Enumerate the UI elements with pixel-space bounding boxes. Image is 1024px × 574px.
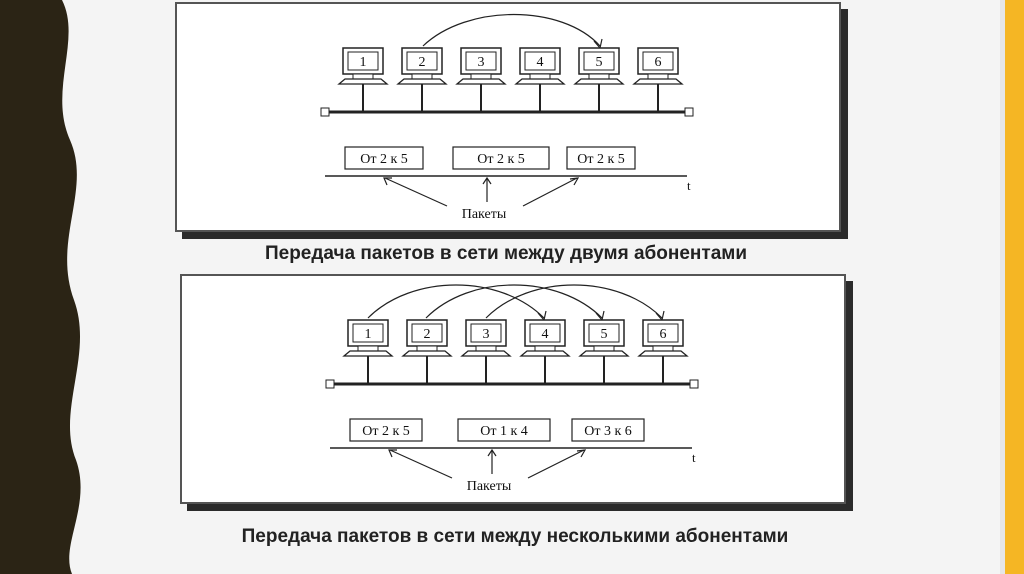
computer-number: 3 [483,327,490,342]
packet-label: От 2 к 5 [577,152,625,167]
packet-label: От 3 к 6 [584,424,632,439]
packet-label: От 2 к 5 [360,152,408,167]
time-axis-label: t [692,450,696,465]
packet-box: От 2 к 5 [349,418,423,442]
computer-number: 4 [542,327,549,342]
packet-label: От 2 к 5 [362,424,410,439]
computer-icon: 6 [637,319,689,384]
computer-icon: 1 [342,319,394,384]
right-accent-bar [1005,0,1024,574]
packet-box: От 2 к 5 [344,146,424,170]
packet-box: От 3 к 6 [571,418,645,442]
computer-icon: 3 [460,319,512,384]
packet-label: От 1 к 4 [480,424,528,439]
packet-label: От 2 к 5 [477,152,525,167]
bus-terminator-left [320,107,330,117]
left-decorative-strip [0,0,81,574]
computer-number: 1 [360,55,367,70]
diagram-panel-1: 1 2 3 4 5 6 От 2 к 5 От 2 к 5 От 2 к 5 t Паке… [175,2,841,232]
computer-number: 6 [655,55,662,70]
bus-terminator-right [689,379,699,389]
computer-number: 5 [601,327,608,342]
computer-number: 1 [365,327,372,342]
bus-terminator-left [325,379,335,389]
time-axis-label: t [687,178,691,193]
packets-label: Пакеты [467,479,512,494]
computer-number: 2 [419,55,426,70]
computer-number: 6 [660,327,667,342]
computer-icon: 4 [514,47,566,112]
transfer-arrow [425,284,603,319]
transfer-arrow [422,14,601,47]
diagram-panel-2: 1 2 3 4 5 6 От 2 к 5 От 1 к 4 От 3 к 6 t Паке… [180,274,846,504]
caption-1: Передача пакетов в сети между двумя абон… [264,243,748,264]
packets-label: Пакеты [462,207,507,222]
computer-number: 4 [537,55,544,70]
computer-icon: 2 [401,319,453,384]
computer-icon: 4 [519,319,571,384]
transfer-arrow [485,284,663,319]
bus-terminator-right [684,107,694,117]
computer-number: 5 [596,55,603,70]
computer-number: 2 [424,327,431,342]
transfer-arrow [367,284,545,319]
computer-icon: 2 [396,47,448,112]
computer-number: 3 [478,55,485,70]
caption-2: Передача пакетов в сети между нескольким… [241,526,789,547]
computer-icon: 6 [632,47,684,112]
computer-icon: 3 [455,47,507,112]
packet-box: От 1 к 4 [457,418,551,442]
packet-box: От 2 к 5 [452,146,550,170]
computer-icon: 1 [337,47,389,112]
computer-icon: 5 [578,319,630,384]
packet-box: От 2 к 5 [566,146,636,170]
computer-icon: 5 [573,47,625,112]
